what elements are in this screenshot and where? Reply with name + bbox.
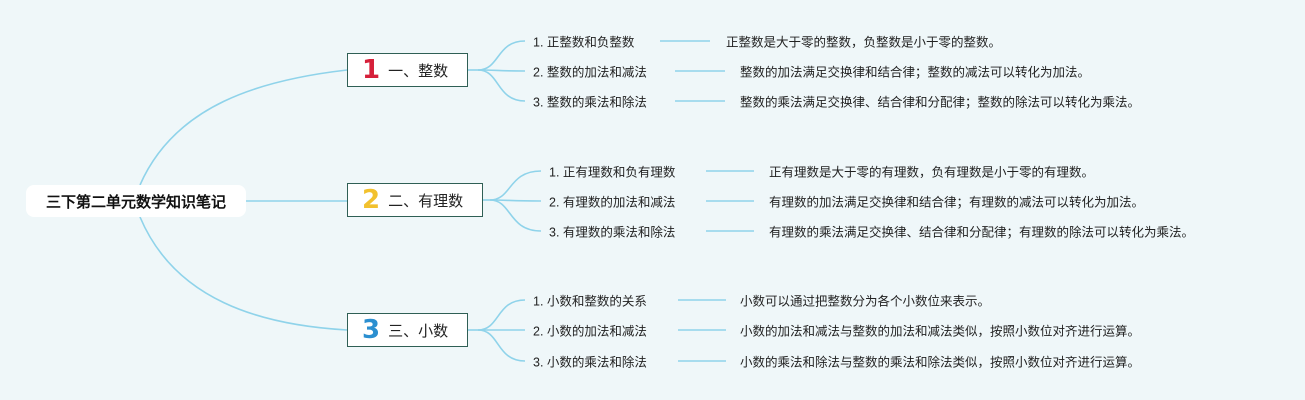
topic-node-3[interactable]: 3 三、小数 [347,313,468,347]
root-branch-bottom [139,216,348,331]
subtopic-label[interactable]: 2. 整数的加法和减法 [533,65,647,80]
subtopic-description: 整数的加法满足交换律和结合律；整数的减法可以转化为加法。 [740,65,1091,80]
subtopic-description: 小数可以通过把整数分为各个小数位来表示。 [740,294,991,309]
subtopic-label[interactable]: 3. 小数的乘法和除法 [533,355,647,370]
topic-number-2: 2 [362,185,381,215]
subtopic-label[interactable]: 1. 正整数和负整数 [533,35,635,50]
subtopic-description: 有理数的加法满足交换律和结合律；有理数的减法可以转化为加法。 [769,195,1145,210]
topic-node-2[interactable]: 2 二、有理数 [347,183,483,217]
subtopic-label[interactable]: 2. 有理数的加法和减法 [549,195,676,210]
subtopic-label[interactable]: 2. 小数的加法和减法 [533,324,647,339]
subtopic-label[interactable]: 3. 整数的乘法和除法 [533,95,647,110]
item-branch-1-1 [477,40,526,71]
topic-label-2: 二、有理数 [388,192,464,210]
subtopic-label[interactable]: 3. 有理数的乘法和除法 [549,225,676,240]
item-branch-3-3 [477,329,526,362]
subtopic-description: 正整数是大于零的整数，负整数是小于零的整数。 [726,35,1002,50]
item-branch-2-1 [489,170,542,201]
subtopic-description: 有理数的乘法满足交换律、结合律和分配律；有理数的除法可以转化为乘法。 [769,225,1195,240]
root-branch-top [139,69,348,186]
subtopic-description: 小数的乘法和除法与整数的乘法和除法类似，按照小数位对齐进行运算。 [740,355,1141,370]
topic-label-1: 一、整数 [388,62,449,80]
root-title: 三下第二单元数学知识笔记 [45,193,226,211]
item-branch-3-1 [477,299,526,331]
topic-node-1[interactable]: 1 一、整数 [347,53,468,87]
root-node[interactable]: 三下第二单元数学知识笔记 [26,185,246,217]
subtopic-description: 正有理数是大于零的有理数，负有理数是小于零的有理数。 [769,165,1095,180]
subtopic-label[interactable]: 1. 正有理数和负有理数 [549,165,676,180]
subtopic-label[interactable]: 1. 小数和整数的关系 [533,294,647,309]
item-branch-1-3 [477,69,526,102]
subtopic-description: 整数的乘法满足交换律、结合律和分配律；整数的除法可以转化为乘法。 [740,95,1141,110]
topic-number-1: 1 [362,55,381,85]
topic-number-3: 3 [362,315,381,345]
item-branch-2-3 [489,199,542,232]
topic-label-3: 三、小数 [388,322,449,340]
subtopic-description: 小数的加法和减法与整数的加法和减法类似，按照小数位对齐进行运算。 [740,324,1141,339]
